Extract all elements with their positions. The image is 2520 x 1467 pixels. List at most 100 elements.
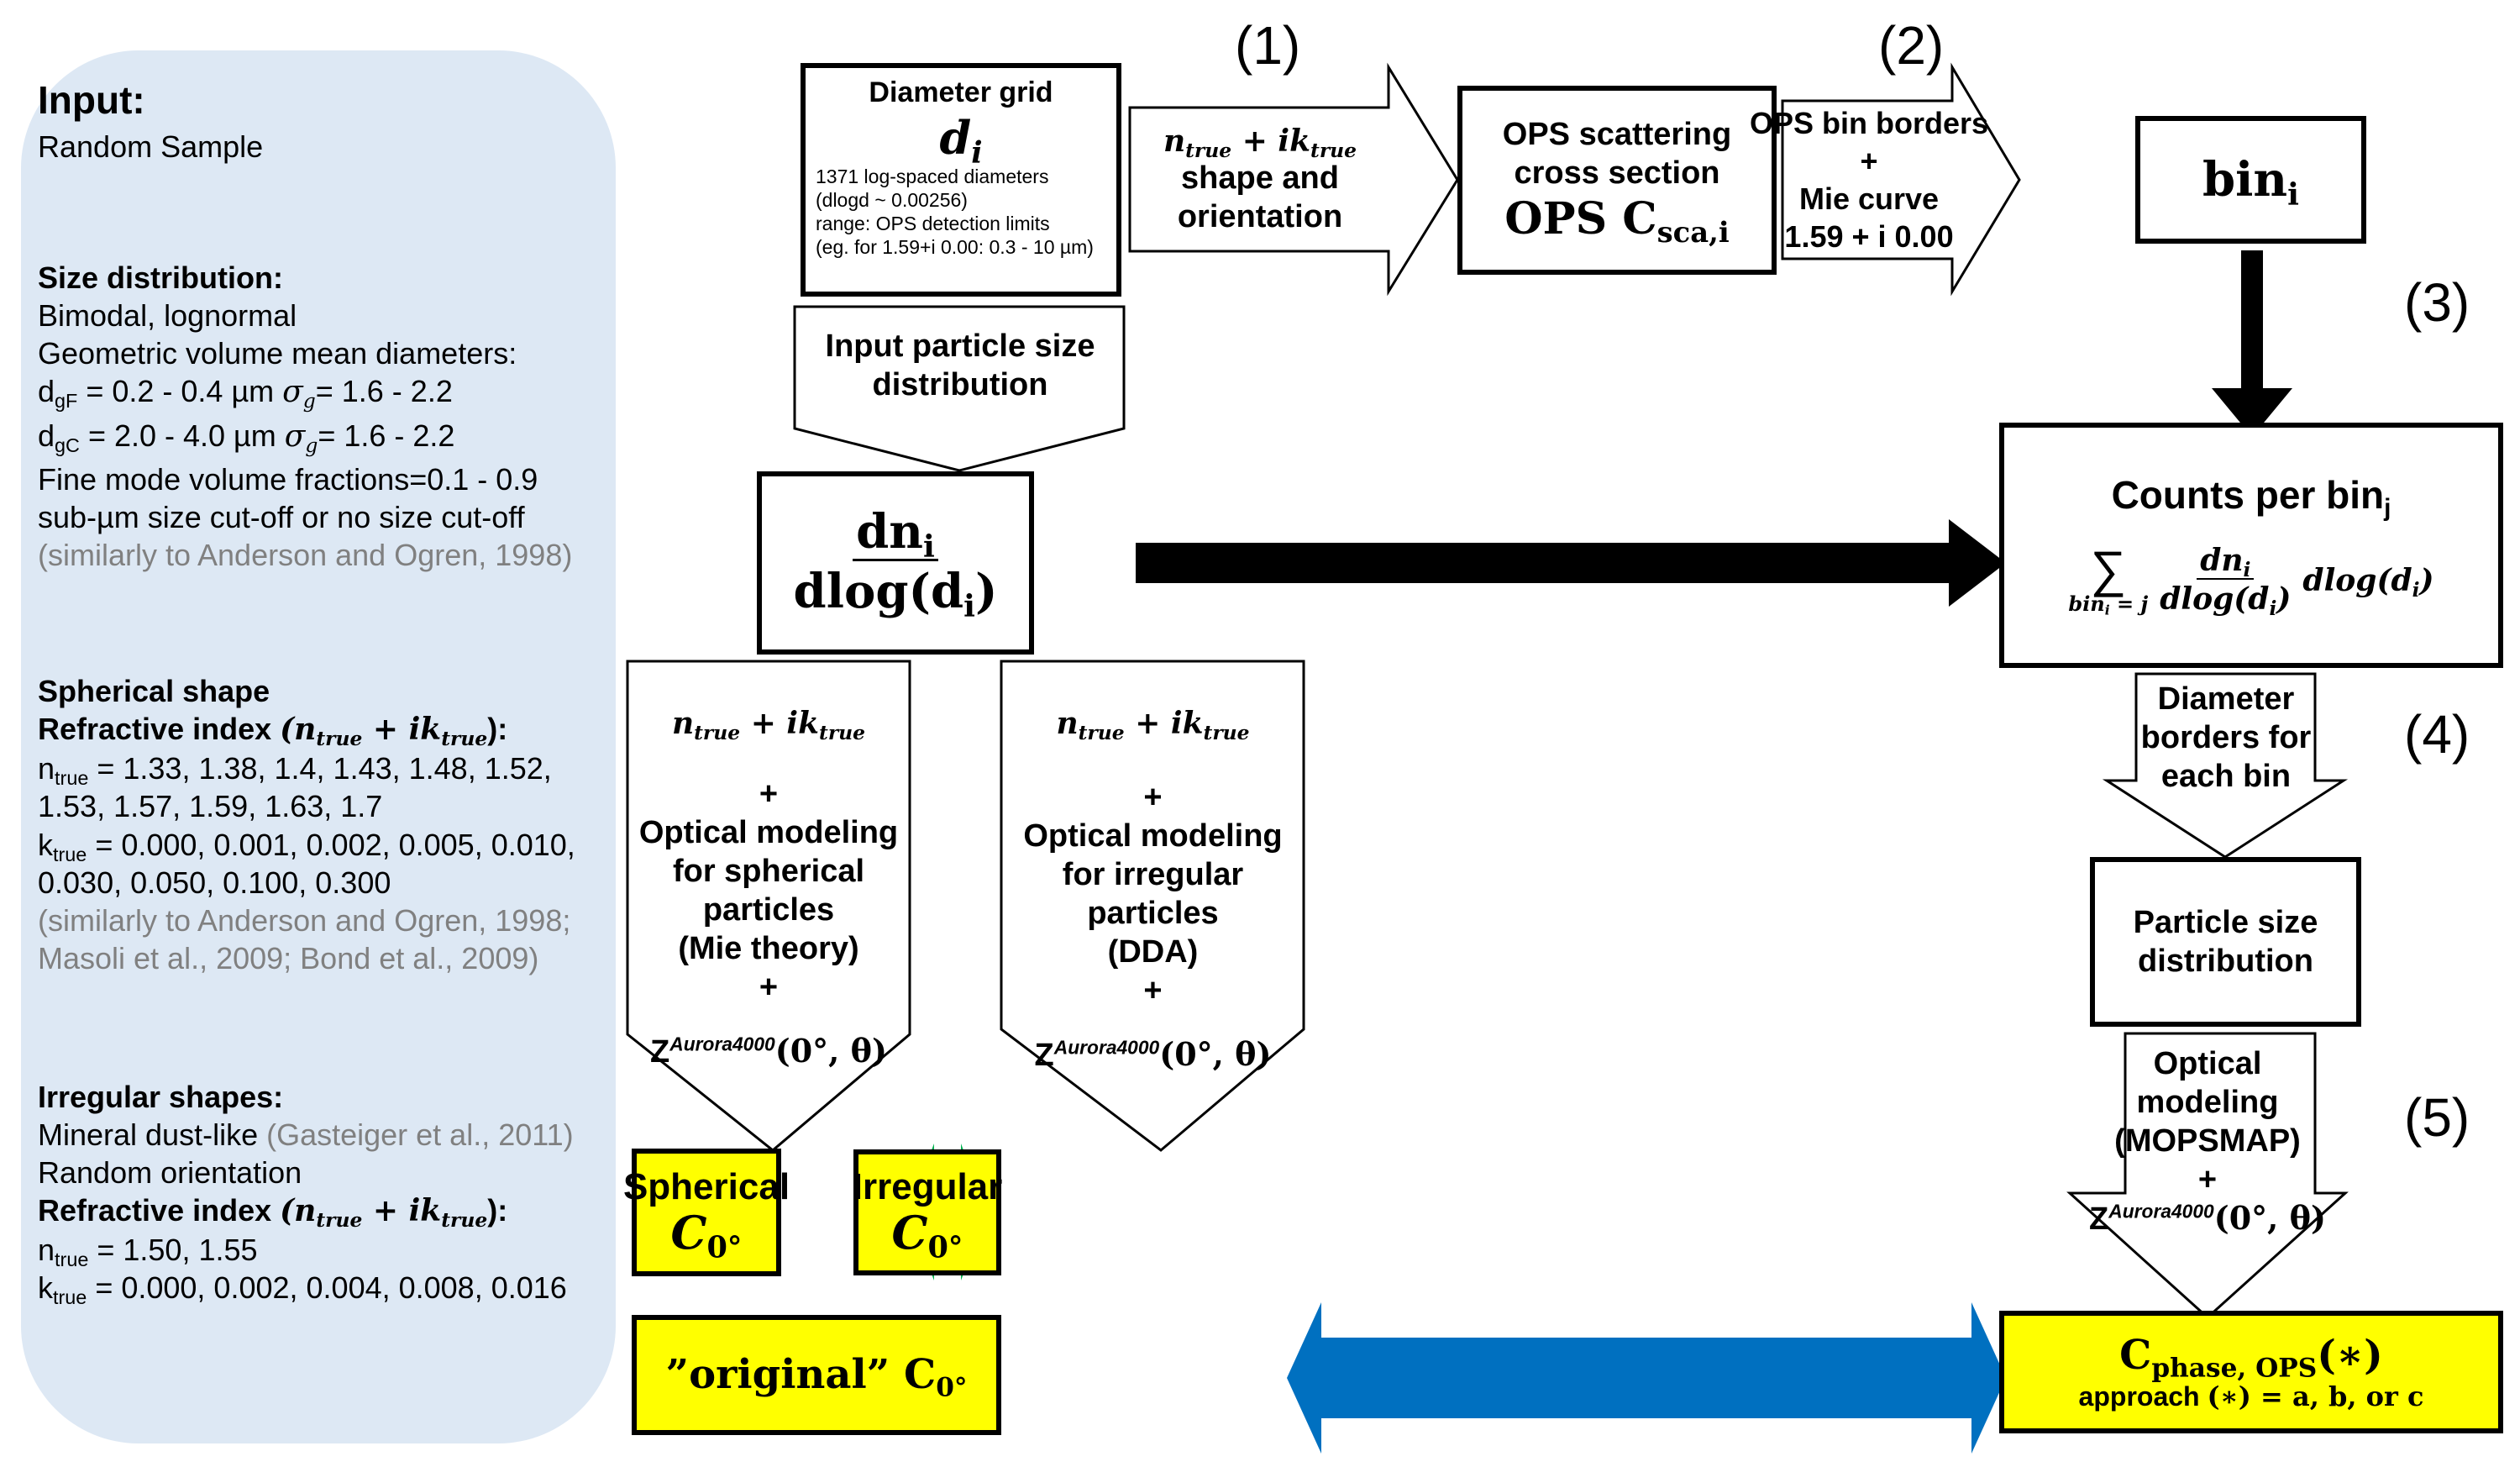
diameter-grid-box: Diameter grid di 1371 log-spaced diamete… xyxy=(801,63,1121,297)
dn-dlog-box: dni dlog(di) xyxy=(757,471,1034,655)
size-distribution-line2: Geometric volume mean diameters: xyxy=(38,336,517,371)
mopsmap-z: ZAurora4000(0°, θ) xyxy=(2089,1198,2326,1237)
irregular-line2: Random orientation xyxy=(38,1155,302,1190)
c-phase-ops-box: Cphase, OPS(∗) approach (∗) = a, b, or c xyxy=(1999,1311,2503,1433)
diameter-grid-symbol: di xyxy=(939,111,983,171)
spherical-c0-symbol: C0° xyxy=(670,1205,743,1265)
spherical-c0-label: Spherical xyxy=(622,1165,790,1207)
ops-box-line2: cross section xyxy=(1514,155,1720,191)
spherical-k-values-2: 0.030, 0.050, 0.100, 0.300 xyxy=(38,865,391,900)
arrow-2-line1: OPS bin borders xyxy=(1749,106,1989,140)
dn-numerator: dni xyxy=(853,505,938,561)
diameter-grid-line1: 1371 log-spaced diameters xyxy=(816,166,1049,187)
ops-scattering-box: OPS scattering cross section OPS Csca,i xyxy=(1457,86,1777,275)
ops-box-line1: OPS scattering xyxy=(1502,116,1732,152)
input-psd-line2: distribution xyxy=(872,367,1048,402)
spherical-plus2: + xyxy=(759,970,779,1005)
ops-box-symbol: OPS Csca,i xyxy=(1504,192,1730,249)
step-label-3: (3) xyxy=(2404,272,2470,333)
irregular-plus1: + xyxy=(1143,780,1163,815)
mopsmap-line1: Optical xyxy=(2153,1045,2262,1081)
diameter-grid-line2: (dlogd ~ 0.00256) xyxy=(816,189,968,211)
diameter-borders-line1: Diameter xyxy=(2157,681,2295,717)
mopsmap-text: Optical modeling (MOPSMAP) + ZAurora4000… xyxy=(2083,1040,2332,1242)
dn-denominator: dlog(di) xyxy=(793,563,998,624)
input-psd-text: Input particle size distribution xyxy=(798,319,1122,412)
input-panel xyxy=(21,50,616,1443)
spherical-line1: Optical modeling xyxy=(638,815,899,850)
arrow-2 xyxy=(1781,62,2021,297)
size-distribution-line1: Bimodal, lognormal xyxy=(38,298,297,333)
step-label-5: (5) xyxy=(2404,1087,2470,1148)
input-title: Input: xyxy=(38,78,145,122)
spherical-line3: particles xyxy=(702,892,835,928)
irregular-c0-label: Irregular xyxy=(852,1165,1003,1207)
spherical-n-values-1: ntrue = 1.33, 1.38, 1.4, 1.43, 1.48, 1.5… xyxy=(38,751,552,790)
irregular-c0-box: Irregular C0° xyxy=(852,1149,1003,1275)
irregular-line2: for irregular xyxy=(1062,857,1244,892)
spherical-n-values-2: 1.53, 1.57, 1.59, 1.63, 1.7 xyxy=(38,789,383,823)
arrow-2-text: OPS bin borders + Mie curve 1.59 + i 0.0… xyxy=(1750,101,1988,259)
irregular-line4: (DDA) xyxy=(1107,934,1199,970)
diameter-grid-title: Diameter grid xyxy=(869,76,1053,108)
counts-tail: dlog(di) xyxy=(2302,563,2434,602)
arrow-1 xyxy=(1128,62,1459,297)
c-phase-symbol: Cphase, OPS(∗) xyxy=(2119,1331,2383,1383)
irregular-n-values: ntrue = 1.50, 1.55 xyxy=(38,1233,258,1271)
original-c0-box: ”original” C0° xyxy=(632,1315,1001,1435)
spherical-optical-arrow xyxy=(626,660,911,1152)
irregular-line3: particles xyxy=(1087,896,1219,931)
spherical-c0-box-inner: Spherical C0° xyxy=(623,1149,790,1276)
bin-symbol: bini xyxy=(2202,152,2299,213)
spherical-k-values-1: ktrue = 0.000, 0.001, 0.002, 0.005, 0.01… xyxy=(38,828,575,866)
spherical-formula: ntrue + iktrue xyxy=(671,706,866,745)
sum-lower: bini = j xyxy=(2068,592,2149,618)
mopsmap-arrow xyxy=(2066,1032,2349,1320)
size-distribution-line5: Fine mode volume fractions=0.1 - 0.9 xyxy=(38,462,538,497)
input-psd-line1: Input particle size xyxy=(825,329,1095,364)
size-distribution-line6: sub-µm size cut-off or no size cut-off xyxy=(38,500,525,534)
bin-box: bini xyxy=(2135,116,2366,244)
diameter-borders-arrow xyxy=(2102,672,2349,859)
input-psd-arrow xyxy=(793,305,1126,472)
irregular-formula: ntrue + iktrue xyxy=(1056,706,1250,745)
spherical-heading: Spherical shape xyxy=(38,674,270,708)
counts-frac-den: dlog(di) xyxy=(2160,581,2292,621)
mopsmap-line2: modeling xyxy=(2136,1084,2279,1120)
counts-title: Counts per binj xyxy=(2111,473,2391,522)
spherical-reference-2: Masoli et al., 2009; Bond et al., 2009) xyxy=(38,941,539,975)
size-distribution-reference: (similarly to Anderson and Ogren, 1998) xyxy=(38,538,573,572)
diameter-grid-details: 1371 log-spaced diameters (dlogd ~ 0.002… xyxy=(806,165,1094,259)
spherical-arrow-text: ntrue + iktrue + Optical modeling for sp… xyxy=(630,672,907,1070)
diameter-borders-line2: borders for xyxy=(2140,720,2312,755)
irregular-arrow-text: ntrue + iktrue + Optical modeling for ir… xyxy=(1004,672,1302,1073)
diameter-borders-line3: each bin xyxy=(2160,759,2292,794)
step-label-4: (4) xyxy=(2404,704,2470,765)
arrow-1-line2: shape and xyxy=(1181,160,1339,196)
mopsmap-line3: (MOPSMAP) xyxy=(2114,1123,2301,1159)
psd-line2: distribution xyxy=(2138,944,2313,979)
particle-size-distribution-box: Particle size distribution xyxy=(2090,857,2361,1027)
spherical-reference-1: (similarly to Anderson and Ogren, 1998; xyxy=(38,903,571,938)
irregular-c0-symbol: C0° xyxy=(891,1205,963,1265)
diameter-grid-line4: (eg. for 1.59+i 0.00: 0.3 - 10 µm) xyxy=(816,236,1094,258)
counts-per-bin-box: Counts per binj ∑ bini = j dni dlog(di) … xyxy=(1999,423,2503,668)
arrow-3-black-down xyxy=(2212,250,2292,437)
arrow-2-line3: Mie curve xyxy=(1798,181,1940,216)
dgF-line: dgF = 0.2 - 0.4 µm σg= 1.6 - 2.2 xyxy=(38,374,453,413)
arrow-2-line2: + xyxy=(1860,144,1878,178)
arrow-2-line4: 1.59 + i 0.00 xyxy=(1784,219,1954,254)
irregular-k-values: ktrue = 0.000, 0.002, 0.004, 0.008, 0.01… xyxy=(38,1270,567,1309)
counts-sum: ∑ bini = j xyxy=(2068,544,2149,618)
c-phase-approach: approach (∗) = a, b, or c xyxy=(2078,1380,2424,1412)
diameter-borders-text: Diameter borders for each bin xyxy=(2138,679,2314,797)
dgC-line: dgC = 2.0 - 4.0 µm σg= 1.6 - 2.2 xyxy=(38,418,455,458)
spherical-line2: for spherical xyxy=(672,854,865,889)
mopsmap-line4: + xyxy=(2197,1161,2218,1197)
input-subtitle: Random Sample xyxy=(38,129,264,164)
spherical-plus1: + xyxy=(759,776,779,812)
arrow-1-text: ntrue + iktrue shape and orientation xyxy=(1134,111,1386,249)
psd-line1: Particle size xyxy=(2133,905,2318,940)
arrow-black-right xyxy=(1136,519,2006,607)
